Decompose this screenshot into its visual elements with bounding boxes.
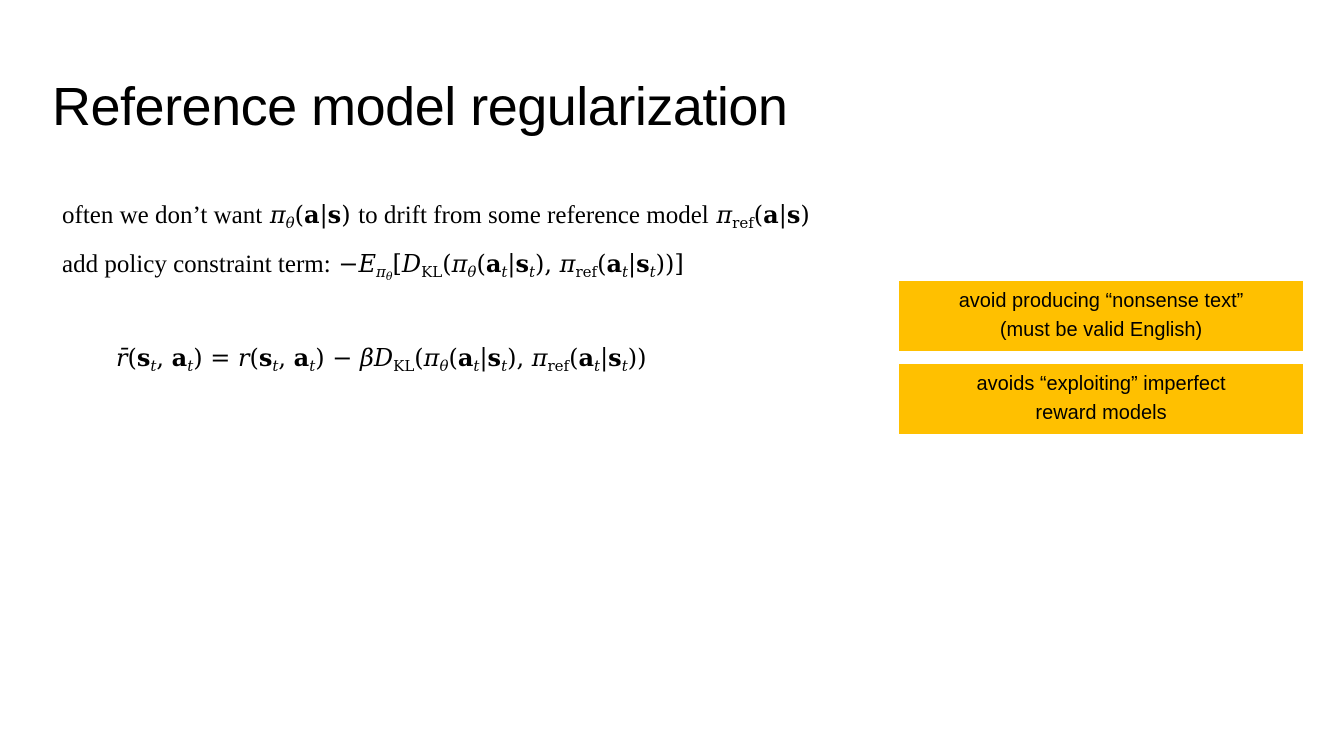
eq-theta: θ <box>439 357 449 375</box>
kl-subscript: KL <box>421 263 443 281</box>
expectation-pi: π <box>375 263 386 281</box>
eq-ref: ref <box>547 357 570 375</box>
callout-exploiting-reward: avoids “exploiting” imperfect reward mod… <box>899 364 1303 434</box>
t-subscript: t <box>272 357 279 375</box>
eq-pi-ref: π <box>531 344 548 372</box>
t-subscript: t <box>309 357 316 375</box>
action-symbol: a <box>304 200 320 229</box>
callout-line: reward models <box>1035 402 1167 424</box>
slide-title: Reference model regularization <box>52 77 788 137</box>
callout-nonsense-text: avoid producing “nonsense text” (must be… <box>899 281 1303 351</box>
eq-pi: π <box>423 344 440 372</box>
theta-subscript-3: θ <box>467 263 477 281</box>
pi-ref-symbol-3: π <box>559 250 576 278</box>
callout-line: avoid producing “nonsense text” <box>958 290 1244 312</box>
t-subscript: t <box>622 263 629 281</box>
drift-prefix: often we don’t want <box>62 202 263 229</box>
rbar-symbol: r̄ <box>116 344 128 372</box>
drift-middle: to drift from some reference model <box>358 202 709 229</box>
state-symbol-4: s <box>636 249 650 278</box>
t-subscript: t <box>473 357 480 375</box>
theta-subscript: θ <box>285 214 295 232</box>
eq-action-3: a <box>457 343 474 372</box>
eq-state-2: s <box>258 343 273 372</box>
t-subscript: t <box>529 263 536 281</box>
t-subscript: t <box>501 357 508 375</box>
expectation-symbol: E <box>358 250 376 278</box>
pi-ref-symbol: π <box>716 201 733 229</box>
t-subscript: t <box>501 263 508 281</box>
action-symbol-3: a <box>485 249 502 278</box>
r-symbol: r <box>238 344 250 372</box>
eq-action-4: a <box>578 343 595 372</box>
action-symbol-4: a <box>606 249 622 278</box>
t-subscript: t <box>150 357 157 375</box>
eq-action-2: a <box>293 343 310 372</box>
text-line-drift: often we don’t want πθ(a|s) to drift fro… <box>62 200 810 232</box>
state-symbol: s <box>327 200 342 229</box>
t-subscript: t <box>649 263 656 281</box>
state-symbol-3: s <box>515 249 530 278</box>
t-subscript: t <box>187 357 194 375</box>
eq-state: s <box>136 343 151 372</box>
eq-state-3: s <box>487 343 502 372</box>
ref-subscript: ref <box>732 214 754 232</box>
ref-subscript-3: ref <box>575 263 598 281</box>
kl-d-symbol: D <box>401 250 422 278</box>
eq-state-4: s <box>608 343 622 372</box>
eq-kl-d: D <box>373 344 394 372</box>
pi-symbol-3: π <box>451 250 468 278</box>
callout-line: (must be valid English) <box>999 319 1203 341</box>
pi-symbol: π <box>269 201 286 229</box>
beta-symbol: β <box>360 344 374 372</box>
eq-action: a <box>171 343 188 372</box>
t-subscript: t <box>594 357 601 375</box>
eq-kl-subscript: KL <box>393 357 415 375</box>
state-symbol-2: s <box>786 200 801 229</box>
reward-equation: r̄(st, at) = r(st, at) − βDKL(πθ(at|st),… <box>116 343 647 375</box>
text-line-constraint: add policy constraint term: −Eπθ[DKL(πθ(… <box>62 249 684 283</box>
t-subscript: t <box>621 357 628 375</box>
constraint-prefix: add policy constraint term: <box>62 251 331 278</box>
action-symbol-2: a <box>763 200 779 229</box>
callout-line: avoids “exploiting” imperfect <box>976 373 1226 395</box>
expectation-theta: θ <box>385 270 393 283</box>
